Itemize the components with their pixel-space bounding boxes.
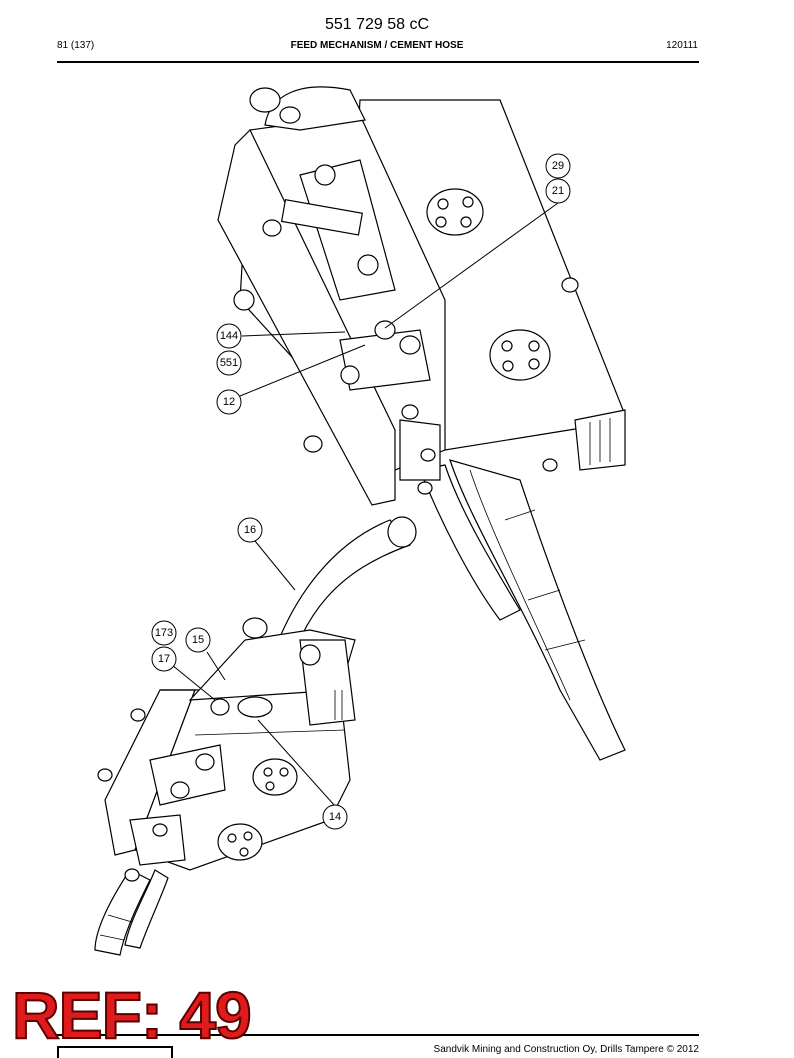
lower-feed-assembly <box>94 617 356 956</box>
callout-21: 21 <box>545 178 571 204</box>
callout-14: 14 <box>322 804 348 830</box>
callout-15: 15 <box>185 627 211 653</box>
callout-17-label: 17 <box>158 653 170 665</box>
upper-feed-assembly <box>217 86 626 761</box>
callout-144: 144 <box>216 323 242 349</box>
callout-16: 16 <box>237 517 263 543</box>
leader-lines <box>171 202 559 807</box>
date-code: 120111 <box>666 40 698 51</box>
callout-144-label: 144 <box>220 330 238 342</box>
header-rule <box>57 61 699 63</box>
callout-173: 173 <box>151 620 177 646</box>
callout-29-label: 29 <box>552 160 564 172</box>
callout-15-label: 15 <box>192 634 204 646</box>
callout-17: 17 <box>151 646 177 672</box>
section-title: FEED MECHANISM / CEMENT HOSE <box>290 40 464 51</box>
callout-551-label: 551 <box>220 357 238 369</box>
callout-29: 29 <box>545 153 571 179</box>
sandvik-logo <box>57 1046 173 1058</box>
callout-21-label: 21 <box>552 185 564 197</box>
callout-14-label: 14 <box>329 811 341 823</box>
callout-551: 551 <box>216 350 242 376</box>
footer-rule <box>57 1034 699 1036</box>
page-number: 81 (137) <box>57 40 95 51</box>
callout-173-label: 173 <box>155 627 173 639</box>
ref-stamp: REF: 49 <box>11 978 253 1052</box>
footer-copyright: Sandvik Mining and Construction Oy, Dril… <box>433 1044 699 1055</box>
callout-12-label: 12 <box>223 396 235 408</box>
callout-12: 12 <box>216 389 242 415</box>
callout-16-label: 16 <box>244 524 256 536</box>
document-number: 551 729 58 cC <box>324 16 430 33</box>
